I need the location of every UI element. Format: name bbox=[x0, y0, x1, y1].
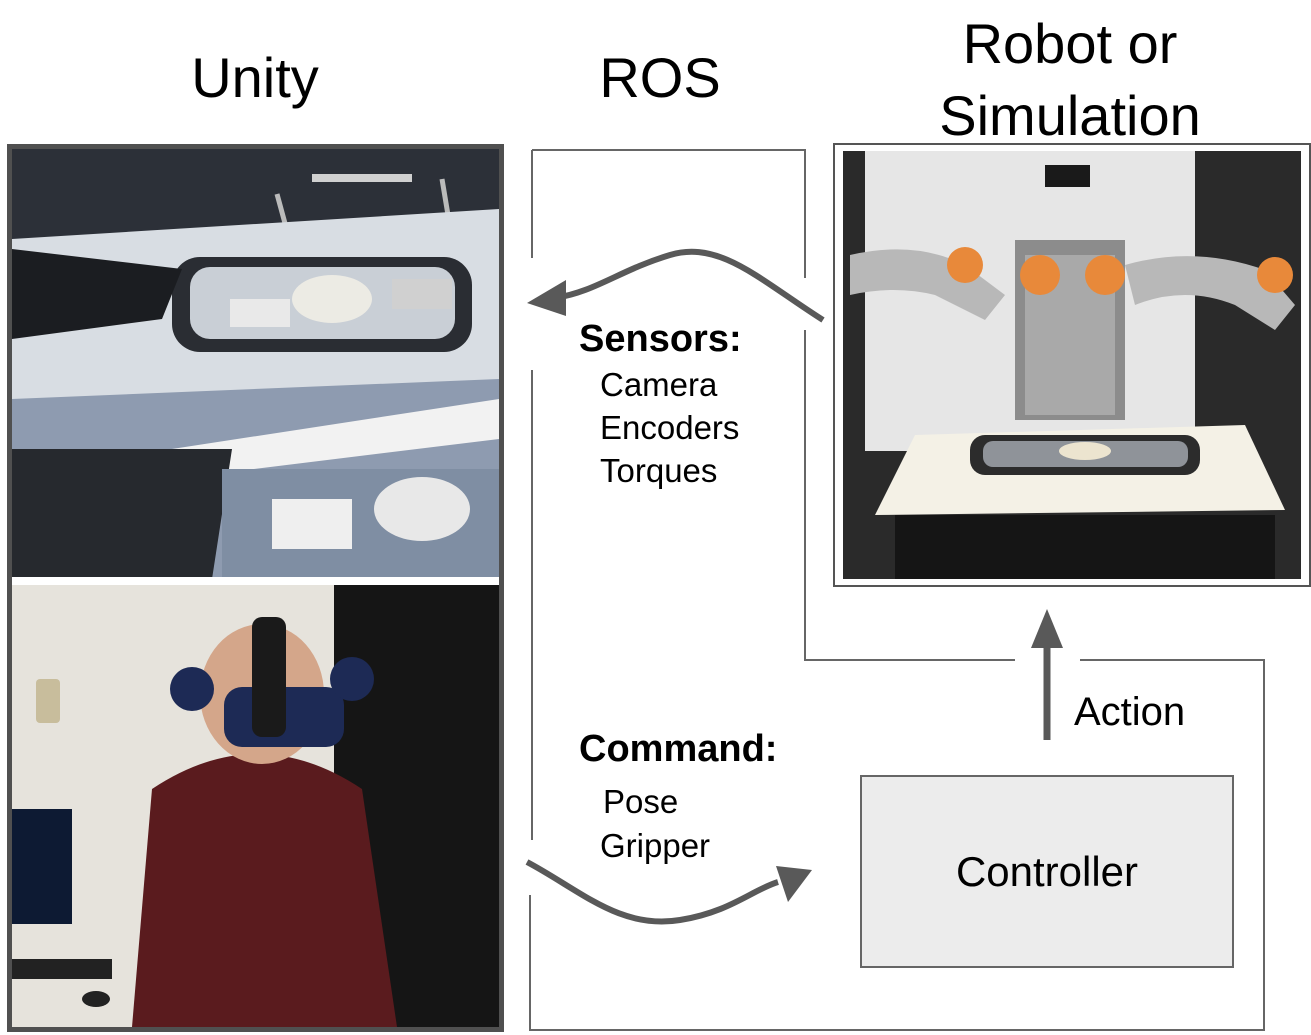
wall-outlet bbox=[36, 679, 60, 723]
headset-right-ear bbox=[330, 657, 374, 701]
sensors-arrow-line bbox=[554, 248, 825, 323]
action-arrow-head bbox=[1031, 609, 1063, 648]
ros-bracket-right bbox=[804, 330, 1015, 661]
robot-table-legs bbox=[895, 515, 1275, 579]
robot-shoulder-right bbox=[1085, 255, 1125, 295]
vr-ceiling-light bbox=[312, 174, 412, 182]
vr-pancake bbox=[292, 275, 372, 323]
vr-spatula-near bbox=[272, 499, 352, 549]
ros-bracket-top bbox=[532, 149, 806, 278]
vr-fork bbox=[392, 279, 452, 309]
unity-separator bbox=[12, 577, 499, 585]
vr-white-bar bbox=[172, 399, 499, 479]
sensors-arrow-head bbox=[527, 280, 566, 316]
robot-heading-line1: Robot or bbox=[962, 12, 1178, 75]
controller-label: Controller bbox=[955, 847, 1139, 895]
robot-panel-image bbox=[843, 151, 1301, 579]
command-item-gripper: Gripper bbox=[600, 827, 711, 864]
controller-box: Controller bbox=[860, 775, 1234, 968]
command-arrow-line bbox=[525, 859, 779, 925]
sensor-item-encoders: Encoders bbox=[600, 409, 740, 446]
headset-left-ear bbox=[170, 667, 214, 711]
unity-heading: Unity bbox=[191, 46, 319, 109]
background-monitor bbox=[12, 809, 72, 924]
ros-heading: ROS bbox=[599, 46, 721, 109]
command-title: Command: bbox=[579, 728, 778, 770]
vr-pancake-near bbox=[374, 477, 470, 541]
robot-heading: Robot or Simulation bbox=[905, 8, 1235, 152]
robot-camera bbox=[1045, 165, 1090, 187]
robot-shoulder-left bbox=[1020, 255, 1060, 295]
vr-spatula bbox=[230, 299, 290, 327]
sensor-item-torques: Torques bbox=[600, 452, 718, 489]
vr-robot-arm-left bbox=[12, 249, 182, 339]
keyboard bbox=[12, 959, 112, 979]
headset-strap bbox=[252, 617, 286, 737]
sensors-title: Sensors: bbox=[579, 318, 742, 360]
unity-panel bbox=[7, 144, 504, 1032]
action-label: Action bbox=[1074, 690, 1186, 734]
sensor-item-camera: Camera bbox=[600, 366, 718, 403]
controller-loop-line bbox=[529, 659, 1265, 1031]
unity-panel-image bbox=[12, 149, 499, 1027]
vr-point-cloud-dark bbox=[12, 449, 232, 579]
command-item-pose: Pose bbox=[603, 783, 679, 820]
mouse bbox=[82, 991, 110, 1007]
robot-panel bbox=[833, 143, 1311, 587]
robot-pancake bbox=[1059, 442, 1111, 460]
robot-elbow-right bbox=[1257, 257, 1293, 293]
operator-torso bbox=[132, 754, 397, 1027]
command-arrow-head bbox=[776, 866, 812, 902]
robot-heading-line2: Simulation bbox=[939, 84, 1201, 147]
robot-elbow-left bbox=[947, 247, 983, 283]
robot-arm-right bbox=[1125, 256, 1295, 330]
